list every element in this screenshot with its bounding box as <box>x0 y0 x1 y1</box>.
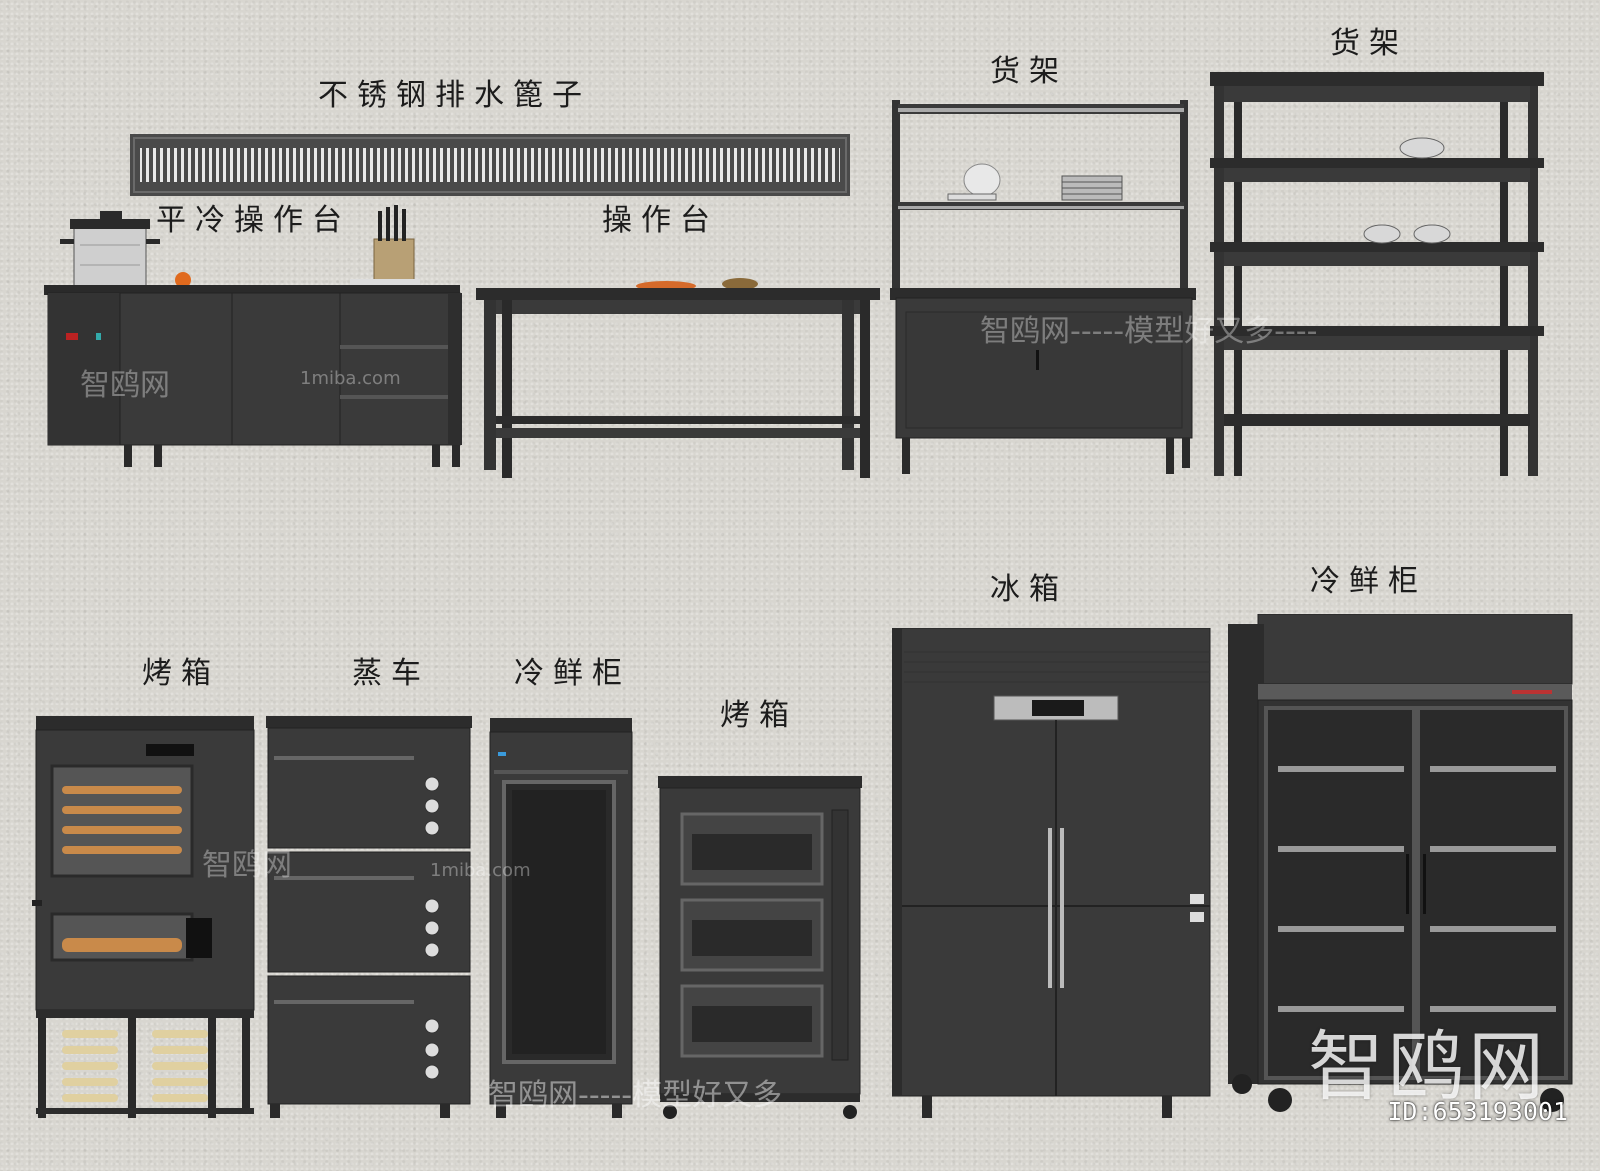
label-steamer: 蒸车 <box>352 656 430 691</box>
shelf-cabinet <box>890 100 1196 474</box>
label-fresh-cabinet-1: 冷鲜柜 <box>514 656 631 691</box>
flat-cold-table <box>44 205 462 467</box>
steamer-drawer-3 <box>267 975 471 1105</box>
plates-icon <box>947 163 1123 201</box>
work-table <box>476 278 880 478</box>
label-shelf-1: 货架 <box>990 54 1068 89</box>
label-drain: 不锈钢排水篦子 <box>318 78 591 113</box>
label-fridge: 冰箱 <box>990 572 1068 607</box>
oven-2-door-3 <box>680 984 824 1058</box>
fresh-cabinet-1 <box>489 718 633 1118</box>
label-flat-cold-table: 平冷操作台 <box>156 203 351 238</box>
oven-1 <box>32 716 255 1118</box>
knife-block-icon <box>373 205 415 290</box>
model-id-label: ID:653193001 <box>1387 1097 1568 1126</box>
fresh-cabinet-2-door-right <box>1416 706 1568 1080</box>
pot-icon <box>60 211 160 290</box>
steamer-drawer-1 <box>267 727 471 849</box>
label-oven-1: 烤箱 <box>142 656 220 691</box>
label-shelf-2: 货架 <box>1330 26 1408 61</box>
drain-grate <box>130 134 850 196</box>
oven-2-door-1 <box>680 812 824 886</box>
fridge <box>892 628 1211 1118</box>
label-fresh-cabinet-2: 冷鲜柜 <box>1310 564 1427 599</box>
label-work-table: 操作台 <box>602 203 719 238</box>
undershelf <box>496 416 860 438</box>
fresh-cabinet-2 <box>1228 614 1573 1112</box>
bowls-icon <box>1363 137 1451 244</box>
watermark-big: 智鸥网 <box>1308 1022 1548 1111</box>
steamer <box>266 716 472 1118</box>
fresh-cabinet-2-door-left <box>1264 706 1416 1080</box>
oven-2-door-2 <box>680 898 824 972</box>
oven-2 <box>658 776 862 1119</box>
label-oven-2: 烤箱 <box>720 698 798 733</box>
steamer-drawer-2 <box>267 851 471 973</box>
fridge-control-panel <box>993 695 1119 721</box>
shelf-rack <box>1210 72 1544 476</box>
